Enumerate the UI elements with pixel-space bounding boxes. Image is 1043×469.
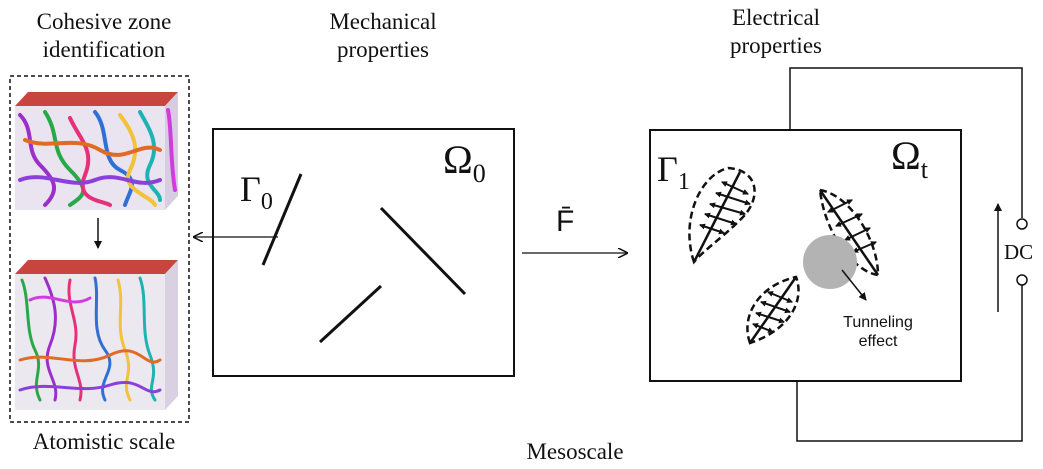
gamma0-symbol: Γ0 [240,168,273,217]
electrical-domain-box [649,129,962,382]
crack-zone-3 [746,275,800,345]
gamma1-letter: Γ [657,149,678,189]
crack-zone-1 [688,166,756,265]
mechanical-domain-box [212,128,515,377]
circuit-wire-top [789,67,1023,218]
omegat-symbol: Ωt [891,132,928,185]
gamma1-symbol: Γ1 [657,148,690,197]
atomistic-simulation-cube-fractured-icon [15,260,178,410]
crack-zone-2 [818,188,880,277]
cohesive-zone-label: Cohesive zone identification [4,8,204,63]
electrical-properties-label: Electrical properties [676,4,876,59]
dc-terminal-bottom [1016,274,1028,286]
atomistic-dashed-frame [9,75,190,423]
mechanical-line2: properties [337,36,429,62]
gamma0-letter: Γ [240,169,261,209]
gamma0-subscript: 0 [260,189,273,216]
omega0-symbol: Ω0 [443,136,486,189]
crack-gamma0 [261,173,303,266]
force-label: F̄ [556,205,575,238]
tunneling-effect-label: Tunneling effect [833,313,923,351]
electrical-line2: properties [730,32,822,58]
tunneling-line1: Tunneling [843,314,913,331]
omegat-letter: Ω [891,133,921,178]
atomistic-scale-label: Atomistic scale [32,429,176,454]
cohesive-zone-line1: Cohesive zone [36,9,172,34]
mechanical-line1: Mechanical [329,9,437,34]
crack-2 [379,206,467,296]
gamma1-subscript: 1 [677,169,690,196]
atomistic-simulation-cube-icon [15,92,178,210]
dc-label: DC [1004,240,1034,264]
omega0-letter: Ω [443,137,473,182]
tunneling-pointer-arrow [841,269,867,301]
omegat-subscript: t [920,155,928,184]
mechanical-properties-label: Mechanical properties [283,8,483,63]
tunneling-line2: effect [858,333,898,351]
omega0-subscript: 0 [472,159,486,188]
electrical-line1: Electrical [731,5,821,30]
cohesive-zone-line2: identification [42,36,166,62]
tunneling-particle [803,235,857,289]
dc-terminal-top [1016,218,1028,230]
circuit-wire-bottom [796,285,1023,442]
crack-3 [318,284,383,344]
mesoscale-label: Mesoscale [526,439,624,464]
